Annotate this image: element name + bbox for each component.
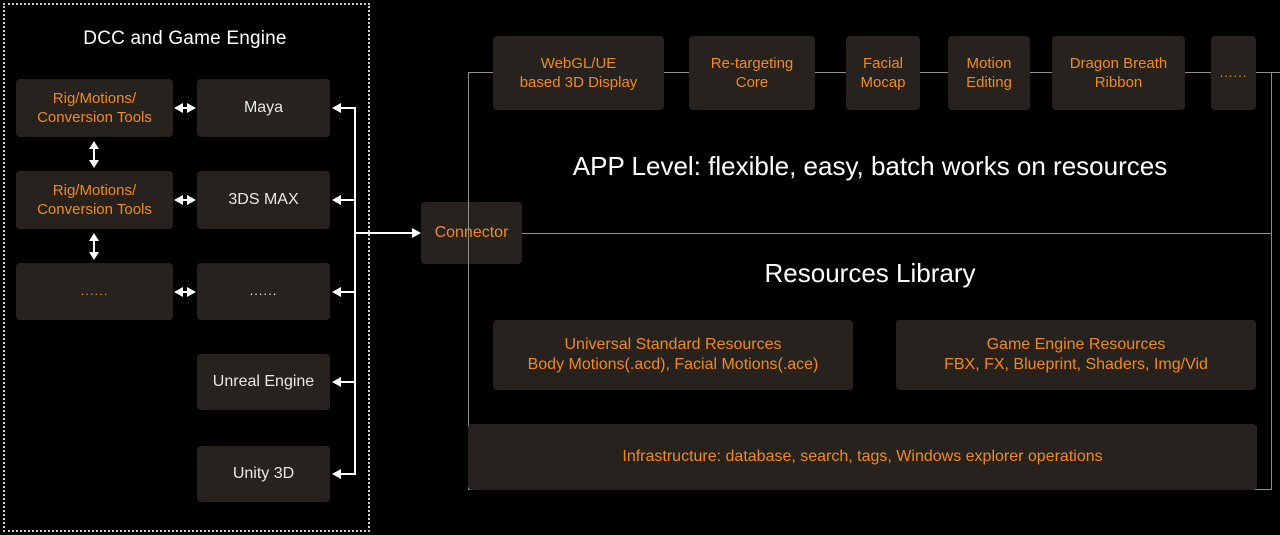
resource-box-universal-standard[interactable]: Universal Standard Resources Body Motion… [493, 320, 853, 390]
feature-box-motion-editing[interactable]: Motion Editing [948, 36, 1030, 110]
feature-box-webgl-display[interactable]: WebGL/UE based 3D Display [493, 36, 664, 110]
connector-box[interactable]: Connector [421, 202, 522, 264]
tool-box-2[interactable]: Rig/Motions/ Conversion Tools [16, 171, 173, 229]
engine-box-other[interactable]: ...... [197, 263, 330, 320]
feature-box-retargeting-core[interactable]: Re-targeting Core [689, 36, 815, 110]
tool-box-1[interactable]: Rig/Motions/ Conversion Tools [16, 79, 173, 137]
app-level-label: APP Level: flexible, easy, batch works o… [572, 151, 1168, 181]
resources-library-label: Resources Library [764, 258, 976, 288]
resource-box-game-engine[interactable]: Game Engine Resources FBX, FX, Blueprint… [896, 320, 1256, 390]
engine-box-maya[interactable]: Maya [197, 79, 330, 137]
feature-box-other[interactable]: ...... [1211, 36, 1256, 110]
left-panel-title: DCC and Game Engine [83, 28, 287, 49]
engine-box-3dsmax[interactable]: 3DS MAX [197, 171, 330, 229]
tool-box-3[interactable]: ...... [16, 263, 173, 320]
feature-box-facial-mocap[interactable]: Facial Mocap [846, 36, 920, 110]
engine-box-unity[interactable]: Unity 3D [197, 446, 330, 502]
dcc-game-engine-region [3, 3, 370, 532]
infrastructure-bar[interactable]: Infrastructure: database, search, tags, … [468, 424, 1257, 490]
feature-box-dragon-breath-ribbon[interactable]: Dragon Breath Ribbon [1052, 36, 1185, 110]
engine-box-unreal[interactable]: Unreal Engine [197, 354, 330, 410]
